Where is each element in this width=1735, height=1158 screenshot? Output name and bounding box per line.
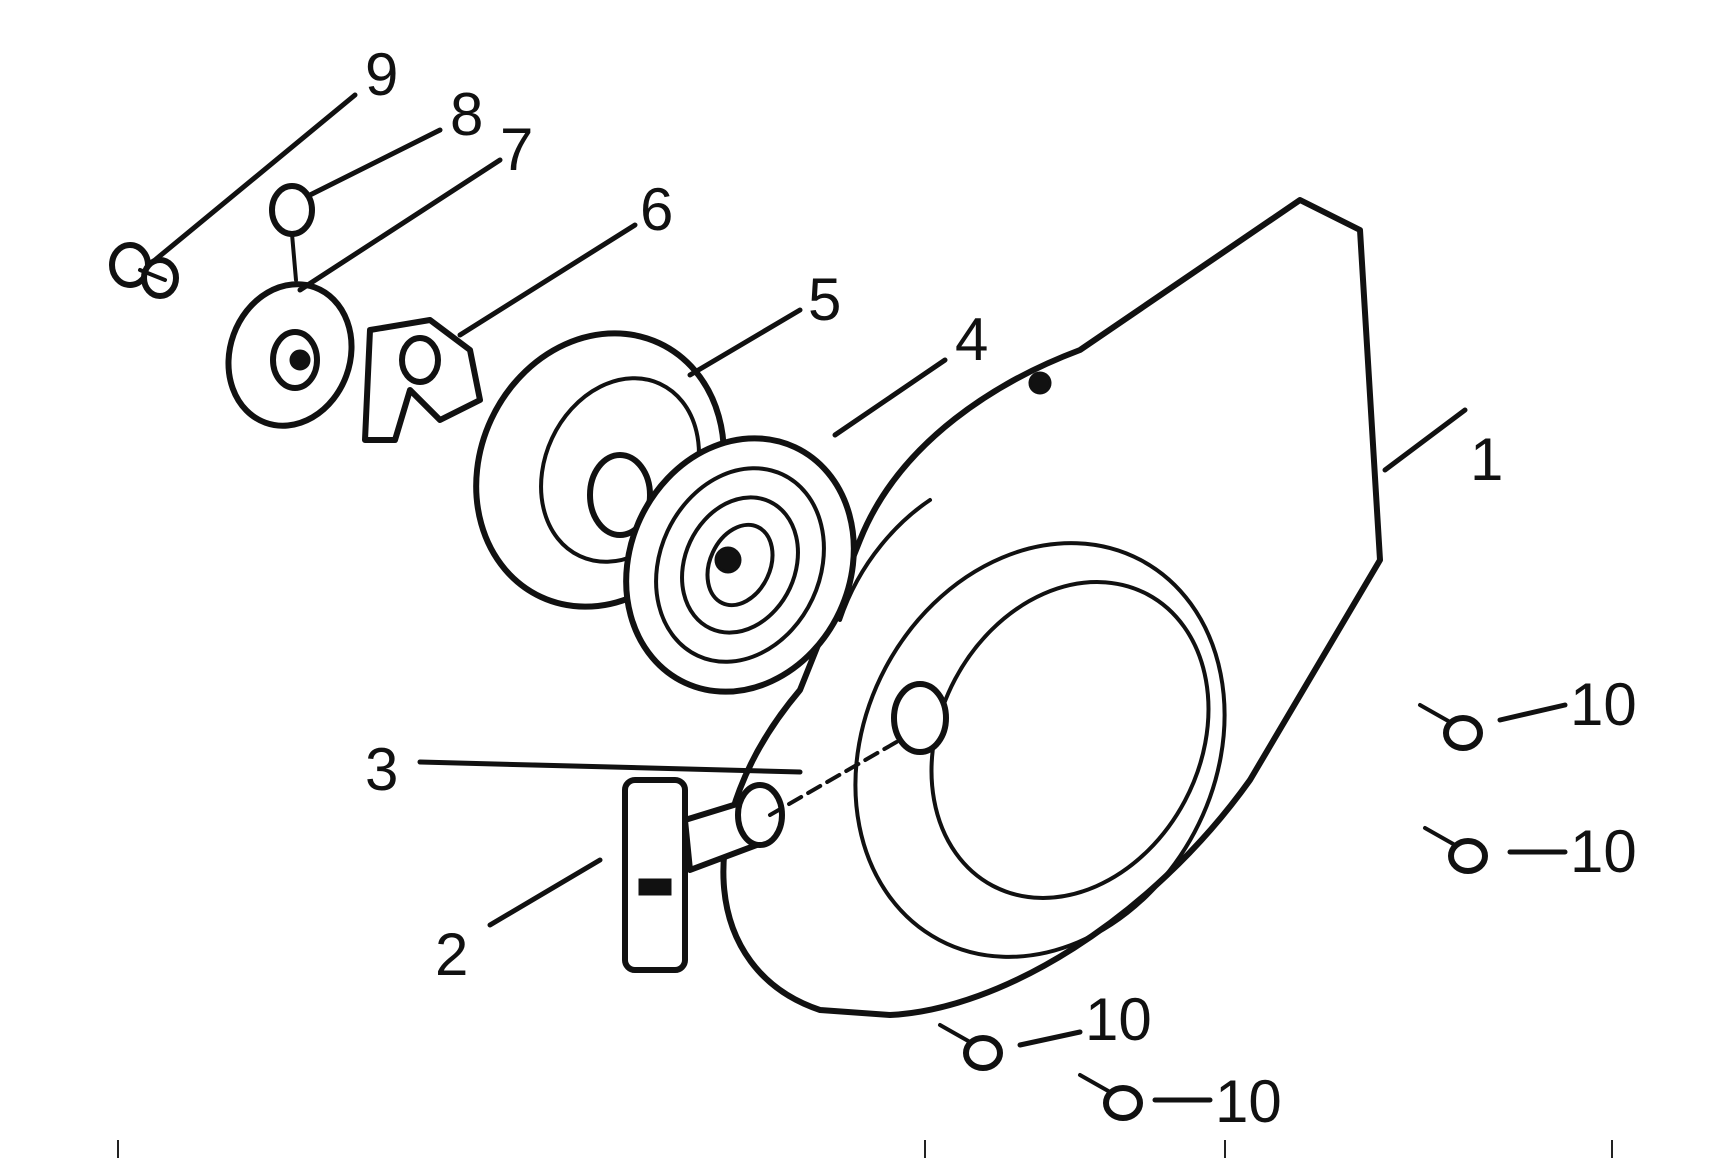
leader-line-9 xyxy=(152,92,358,263)
leader-line-1 xyxy=(1382,407,1468,473)
callout-7: 7 xyxy=(500,116,533,183)
leader-line-2 xyxy=(487,857,603,928)
screw-part-d xyxy=(1078,1073,1143,1121)
callout-10d: 10 xyxy=(1215,1068,1282,1135)
screw-part-a xyxy=(1418,703,1483,751)
screw-part-b xyxy=(1423,826,1488,874)
callout-4: 4 xyxy=(955,306,988,373)
callout-5: 5 xyxy=(808,266,841,333)
callout-10a: 10 xyxy=(1570,671,1637,738)
leader-line-8 xyxy=(307,127,443,198)
starter-rope-part xyxy=(768,738,902,817)
screw-part-c xyxy=(938,1023,1003,1071)
callout-6: 6 xyxy=(640,176,673,243)
center-bolt-part xyxy=(109,242,179,299)
callout-1: 1 xyxy=(1470,426,1503,493)
recoil-spring-part xyxy=(623,435,857,695)
callout-9: 9 xyxy=(365,41,398,108)
callout-2: 2 xyxy=(435,921,468,988)
leader-line-10a xyxy=(1497,702,1568,723)
leader-line-3 xyxy=(417,759,803,775)
callout-10b: 10 xyxy=(1570,818,1637,885)
starter-housing-part xyxy=(720,197,1383,1018)
friction-spring-part xyxy=(269,183,315,282)
friction-plate-part xyxy=(225,281,355,429)
leader-line-10c xyxy=(1017,1029,1083,1048)
callout-3: 3 xyxy=(365,736,398,803)
leader-line-5 xyxy=(687,307,803,378)
callout-10c: 10 xyxy=(1085,986,1152,1053)
callout-8: 8 xyxy=(450,81,483,148)
leader-line-4 xyxy=(832,357,948,438)
leader-line-7 xyxy=(297,157,503,293)
ratchet-pawl-part xyxy=(362,317,483,443)
leader-line-6 xyxy=(457,222,638,338)
starter-handle-part xyxy=(622,777,785,973)
